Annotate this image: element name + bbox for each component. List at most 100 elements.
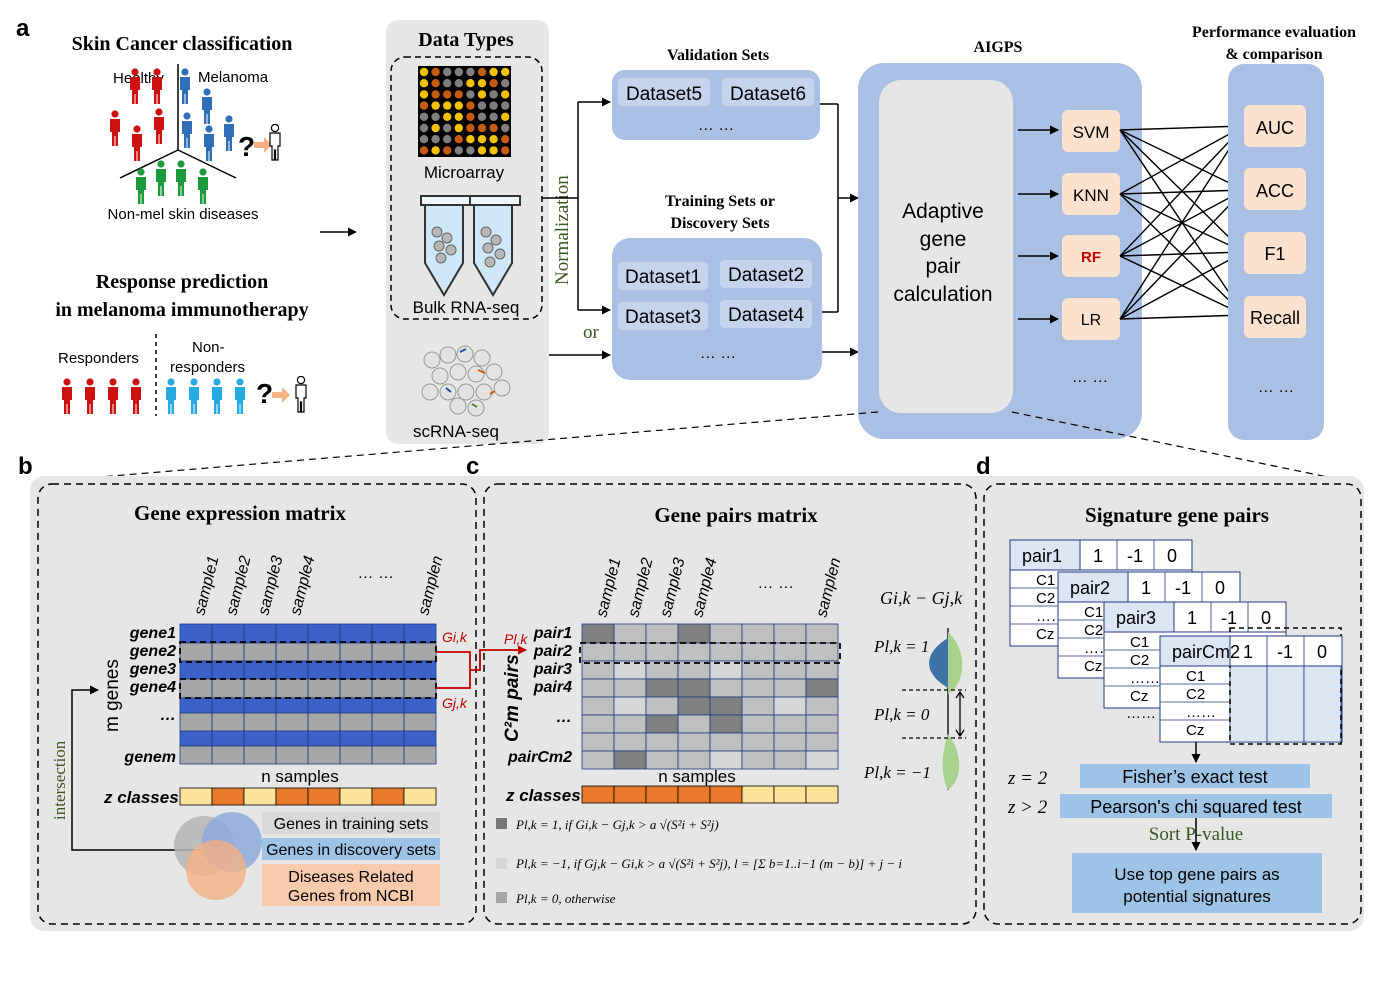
c-matrix-cell <box>709 732 743 752</box>
c-matrix-cell <box>773 642 807 662</box>
c-matrix-cell <box>741 750 775 770</box>
microarray-spot <box>431 67 440 77</box>
b-matrix-cell <box>179 623 213 644</box>
c-matrix-cell <box>613 678 647 698</box>
b-matrix-cell <box>211 712 245 732</box>
question-mark-1: ? <box>238 131 255 162</box>
microarray-spot <box>454 146 463 155</box>
microarray-spot <box>501 123 510 133</box>
pair-card-class: C1 <box>1186 668 1205 685</box>
microarray-spot <box>431 79 440 88</box>
c-matrix-cell <box>773 714 807 734</box>
b-class-cell <box>275 787 309 806</box>
microarray-spot <box>501 135 510 144</box>
c-matrix-cell <box>805 696 839 716</box>
microarray-spot <box>466 90 475 99</box>
panel-label-d: d <box>976 453 991 480</box>
pair-card-name: pair2 <box>1070 578 1110 598</box>
microarray-label: Microarray <box>424 163 505 182</box>
b-matrix-cell <box>179 745 213 765</box>
b-matrix-cell <box>275 642 309 662</box>
pair-card-dashed <box>1229 627 1342 745</box>
microarray-spot <box>454 123 463 133</box>
dataset4-label: Dataset4 <box>728 305 804 326</box>
pair-card-class: Cz <box>1130 688 1148 705</box>
aigps-title: AIGPS <box>974 39 1023 56</box>
c-matrix-cell <box>805 660 839 680</box>
pair-card-value: 1 <box>1187 608 1197 628</box>
microarray-spot <box>489 101 498 110</box>
b-matrix-cell <box>307 712 341 732</box>
microarray-spot <box>419 135 429 144</box>
b-matrix-cell <box>211 642 245 662</box>
arrow-peach-1 <box>254 137 272 153</box>
z2-label: z = 2 <box>1007 768 1048 789</box>
b-matrix-cell <box>307 745 341 765</box>
c-matrix-cell <box>773 696 807 716</box>
c-matrix-cell <box>741 714 775 734</box>
b-matrix-cell <box>275 678 309 699</box>
b-gene-label: … <box>160 707 176 724</box>
c-matrix-cell <box>613 714 647 734</box>
microarray-spot <box>454 79 463 88</box>
pair-card-value: 1 <box>1243 642 1253 662</box>
group-divider-l <box>119 149 179 179</box>
b-matrix-cell <box>307 642 341 662</box>
normalization-label: Normalization <box>552 175 573 285</box>
microarray-spot <box>431 146 440 155</box>
b-matrix-cell <box>339 730 373 747</box>
c-class-bar <box>581 785 839 804</box>
c-matrix-cell <box>645 642 679 662</box>
skin-cancer-title: Skin Cancer classification <box>72 33 293 55</box>
pair-card-class: …… <box>1130 670 1160 687</box>
b-matrix-cell <box>403 712 437 732</box>
legend-disease-box <box>262 864 440 906</box>
b-matrix-cell <box>179 678 213 699</box>
b-matrix-cell <box>403 642 437 662</box>
pair-card-name-cell <box>1009 539 1081 571</box>
model-metric-link <box>1119 251 1245 320</box>
c-matrix-cell <box>677 732 711 752</box>
microarray-spot <box>443 112 452 122</box>
microarray-spot <box>454 101 463 110</box>
acc-box <box>1244 168 1306 210</box>
b-matrix-cell <box>403 697 437 714</box>
perf-title-1: Performance evaluation <box>1192 24 1356 41</box>
pair-card-value: 0 <box>1317 642 1327 662</box>
c-matrix-cell <box>709 642 743 662</box>
pair-card-name-cell <box>1103 601 1175 633</box>
microarray-spot <box>466 146 475 155</box>
c-pair-label: pair4 <box>533 679 572 696</box>
bulk-label: Bulk RNA-seq <box>413 298 520 317</box>
svm-box <box>1062 110 1120 152</box>
c-matrix-cell <box>613 696 647 716</box>
legend-training: Genes in training sets <box>274 816 429 833</box>
formula1: Pl,k = 1, if Gi,k − Gj,k > a √(S²i + S²j… <box>515 817 719 832</box>
b-matrix-cell <box>371 623 405 644</box>
b-matrix-cell <box>243 678 277 699</box>
microarray-spot <box>443 67 452 77</box>
microarray-spot <box>466 123 475 133</box>
b-class-cell <box>371 787 405 806</box>
c-matrix-cell <box>741 678 775 698</box>
b-matrix-cell <box>371 730 405 747</box>
pair-card-class: C2 <box>1186 686 1205 703</box>
c-matrix-cell <box>645 623 679 644</box>
venn-disease <box>186 840 246 900</box>
b-matrix-cell <box>339 745 373 765</box>
b-matrix-cell <box>243 642 277 662</box>
c-matrix-cell <box>613 750 647 770</box>
b-matrix-cell <box>371 642 405 662</box>
c-class-cell <box>741 785 775 804</box>
sort-label: Sort P-value <box>1149 824 1243 845</box>
c-matrix-cell <box>741 696 775 716</box>
b-matrix-cell <box>243 697 277 714</box>
pearson-label: Pearson's chi squared test <box>1090 797 1302 817</box>
b-matrix-cell <box>403 660 437 680</box>
microarray-spot <box>443 90 452 99</box>
p1-label: Pl,k = 1 <box>873 637 929 656</box>
recall-box <box>1244 296 1306 338</box>
microarray-spot <box>419 101 429 110</box>
b-matrix-cell <box>243 623 277 644</box>
